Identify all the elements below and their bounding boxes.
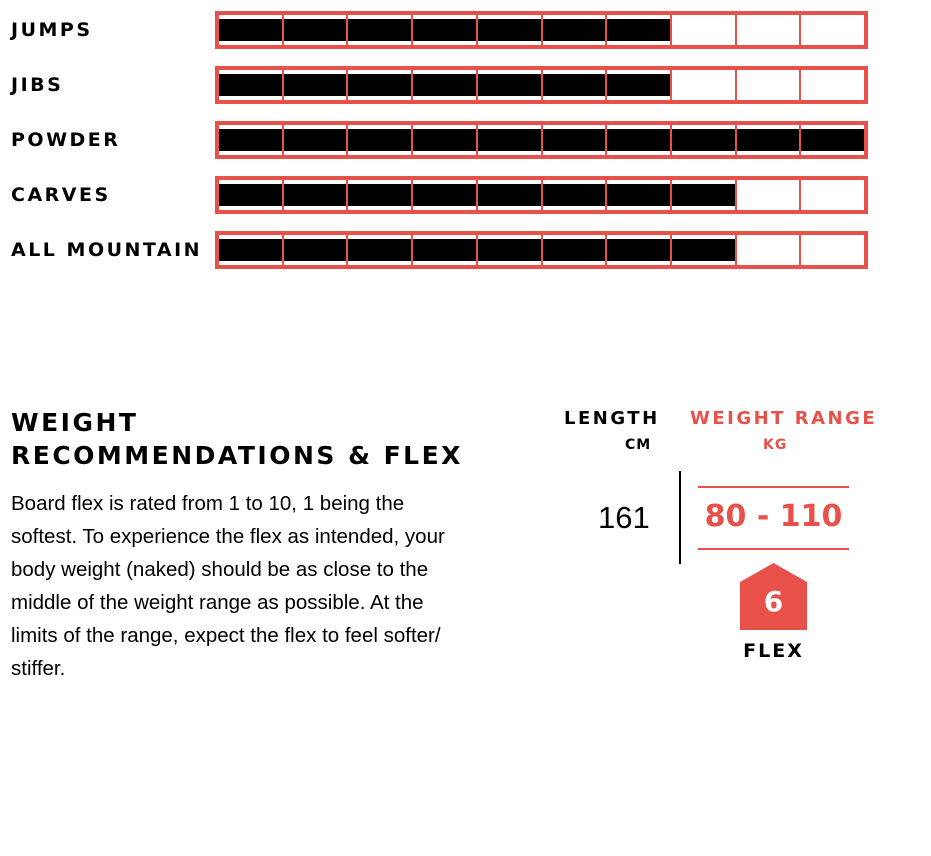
rating-segment-empty bbox=[669, 15, 735, 45]
rating-segment-filled bbox=[669, 125, 735, 155]
rating-segment-filled bbox=[281, 70, 347, 100]
rating-segment-filled bbox=[346, 15, 411, 45]
rating-row: JUMPS bbox=[0, 11, 931, 49]
rating-segment-filled bbox=[411, 70, 476, 100]
rating-segment-filled bbox=[346, 70, 411, 100]
rating-label: JUMPS bbox=[11, 19, 93, 41]
rating-bar bbox=[215, 11, 868, 49]
rating-segment-filled bbox=[605, 125, 670, 155]
rating-bar bbox=[215, 176, 868, 214]
rating-segment-filled bbox=[219, 180, 282, 210]
rating-label: ALL MOUNTAIN bbox=[11, 239, 203, 261]
section-title: WEIGHT RECOMMENDATIONS & FLEX bbox=[11, 408, 463, 470]
rating-row: CARVES bbox=[0, 176, 931, 214]
rating-segment-filled bbox=[799, 125, 864, 155]
length-header: LENGTH bbox=[564, 408, 660, 429]
rating-segment-filled bbox=[605, 180, 670, 210]
rating-segment-empty bbox=[799, 15, 864, 45]
flex-value: 6 bbox=[763, 585, 784, 618]
rating-segment-empty bbox=[799, 180, 864, 210]
rating-segment-filled bbox=[411, 180, 476, 210]
rating-segment-filled bbox=[540, 70, 606, 100]
flex-badge-icon bbox=[740, 563, 807, 630]
rating-label: JIBS bbox=[11, 74, 64, 96]
rating-segment-filled bbox=[411, 125, 476, 155]
rating-segment-filled bbox=[475, 235, 541, 265]
rating-segment-filled bbox=[346, 125, 411, 155]
weight-range-value: 80 - 110 bbox=[704, 499, 843, 534]
rating-segment-filled bbox=[605, 70, 670, 100]
rating-label: CARVES bbox=[11, 184, 111, 206]
rating-segment-empty bbox=[799, 70, 864, 100]
rating-row: JIBS bbox=[0, 66, 931, 104]
rating-segment-empty bbox=[669, 70, 735, 100]
rating-segment-empty bbox=[799, 235, 864, 265]
rating-segment-empty bbox=[734, 235, 800, 265]
rating-segment-empty bbox=[734, 70, 800, 100]
rating-segment-filled bbox=[281, 235, 347, 265]
rating-segment-filled bbox=[281, 15, 347, 45]
rating-segment-filled bbox=[540, 15, 606, 45]
rating-segment-filled bbox=[475, 70, 541, 100]
rating-segment-filled bbox=[281, 180, 347, 210]
range-bottom-line bbox=[698, 548, 849, 550]
rating-label: POWDER bbox=[11, 129, 121, 151]
rating-segment-filled bbox=[605, 235, 670, 265]
divider bbox=[679, 471, 681, 564]
rating-row: POWDER bbox=[0, 121, 931, 159]
rating-segment-filled bbox=[669, 235, 735, 265]
rating-segment-empty bbox=[734, 15, 800, 45]
rating-segment-filled bbox=[219, 235, 282, 265]
rating-bar bbox=[215, 66, 868, 104]
rating-segment-filled bbox=[734, 125, 800, 155]
rating-segment-filled bbox=[669, 180, 735, 210]
rating-segment-filled bbox=[475, 15, 541, 45]
length-unit: CM bbox=[625, 437, 652, 453]
rating-segment-filled bbox=[411, 15, 476, 45]
range-top-line bbox=[698, 486, 849, 488]
rating-segment-filled bbox=[475, 125, 541, 155]
rating-segment-filled bbox=[346, 180, 411, 210]
rating-row: ALL MOUNTAIN bbox=[0, 231, 931, 269]
flex-label: FLEX bbox=[743, 640, 804, 662]
flex-description: Board flex is rated from 1 to 10, 1 bein… bbox=[11, 492, 445, 680]
rating-segment-filled bbox=[540, 180, 606, 210]
rating-segment-empty bbox=[734, 180, 800, 210]
rating-segment-filled bbox=[475, 180, 541, 210]
rating-segment-filled bbox=[540, 125, 606, 155]
rating-segment-filled bbox=[605, 15, 670, 45]
length-value: 161 bbox=[598, 500, 650, 535]
rating-segment-filled bbox=[281, 125, 347, 155]
rating-segment-filled bbox=[219, 70, 282, 100]
weight-range-header: WEIGHT RANGE bbox=[690, 408, 878, 429]
rating-segment-filled bbox=[219, 125, 282, 155]
rating-bar bbox=[215, 231, 868, 269]
weight-range-unit: KG bbox=[763, 437, 788, 453]
rating-segment-filled bbox=[540, 235, 606, 265]
rating-bar bbox=[215, 121, 868, 159]
rating-segment-filled bbox=[219, 15, 282, 45]
rating-segment-filled bbox=[346, 235, 411, 265]
rating-segment-filled bbox=[411, 235, 476, 265]
